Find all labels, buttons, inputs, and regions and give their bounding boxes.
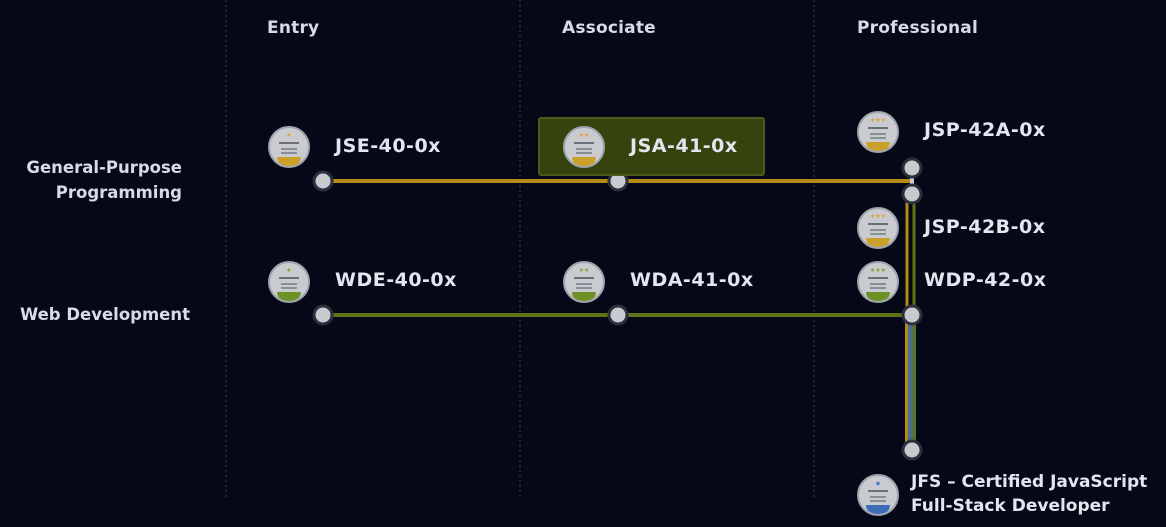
node-jse [312, 170, 334, 192]
final-cert-line2: Full-Stack Developer [911, 496, 1110, 516]
badge-wde-icon[interactable]: ★ [268, 261, 310, 303]
badge-jsp-b-icon[interactable]: ★★★ [857, 207, 899, 249]
fullstack-track-blue [908, 316, 914, 450]
final-cert-line1: JFS – Certified JavaScript [911, 472, 1148, 492]
node-wde [312, 304, 334, 326]
cert-label-jsp-a[interactable]: JSP-42A-0x [924, 119, 1046, 141]
fullstack-track-orange [905, 316, 908, 450]
final-cert-label[interactable]: JFS – Certified JavaScript Full-Stack De… [911, 470, 1147, 518]
cert-label-jsp-b[interactable]: JSP-42B-0x [924, 216, 1046, 238]
column-header-entry: Entry [267, 18, 320, 38]
column-header-associate: Associate [562, 18, 656, 38]
badge-jse-icon[interactable]: ★ [268, 126, 310, 168]
node-jsp-a [901, 157, 923, 179]
row-label-web-development: Web Development [19, 305, 190, 324]
badge-wdp-icon[interactable]: ★★★ [857, 261, 899, 303]
row-label-line2: Programming [55, 183, 182, 202]
row-label-line1: General-Purpose [26, 158, 182, 177]
node-jsp-b [901, 183, 923, 205]
badge-jsp-a-icon[interactable]: ★★★ [857, 111, 899, 153]
row-label-general-purpose: General-Purpose Programming [0, 155, 182, 205]
cert-label-jse[interactable]: JSE-40-0x [335, 135, 441, 157]
badge-jfs-icon[interactable]: ◆ [857, 474, 899, 516]
node-wda [607, 304, 629, 326]
badge-wda-icon[interactable]: ★★ [563, 261, 605, 303]
cert-label-wda[interactable]: WDA-41-0x [630, 269, 754, 291]
cert-label-wdp[interactable]: WDP-42-0x [924, 269, 1047, 291]
node-wdp [901, 304, 923, 326]
cert-label-wde[interactable]: WDE-40-0x [335, 269, 457, 291]
fullstack-track-green [913, 316, 916, 450]
column-header-professional: Professional [857, 18, 978, 38]
cert-label-jsa[interactable]: JSA-41-0x [630, 135, 738, 157]
badge-jsa-icon[interactable]: ★★ [563, 126, 605, 168]
node-jfs [901, 439, 923, 461]
